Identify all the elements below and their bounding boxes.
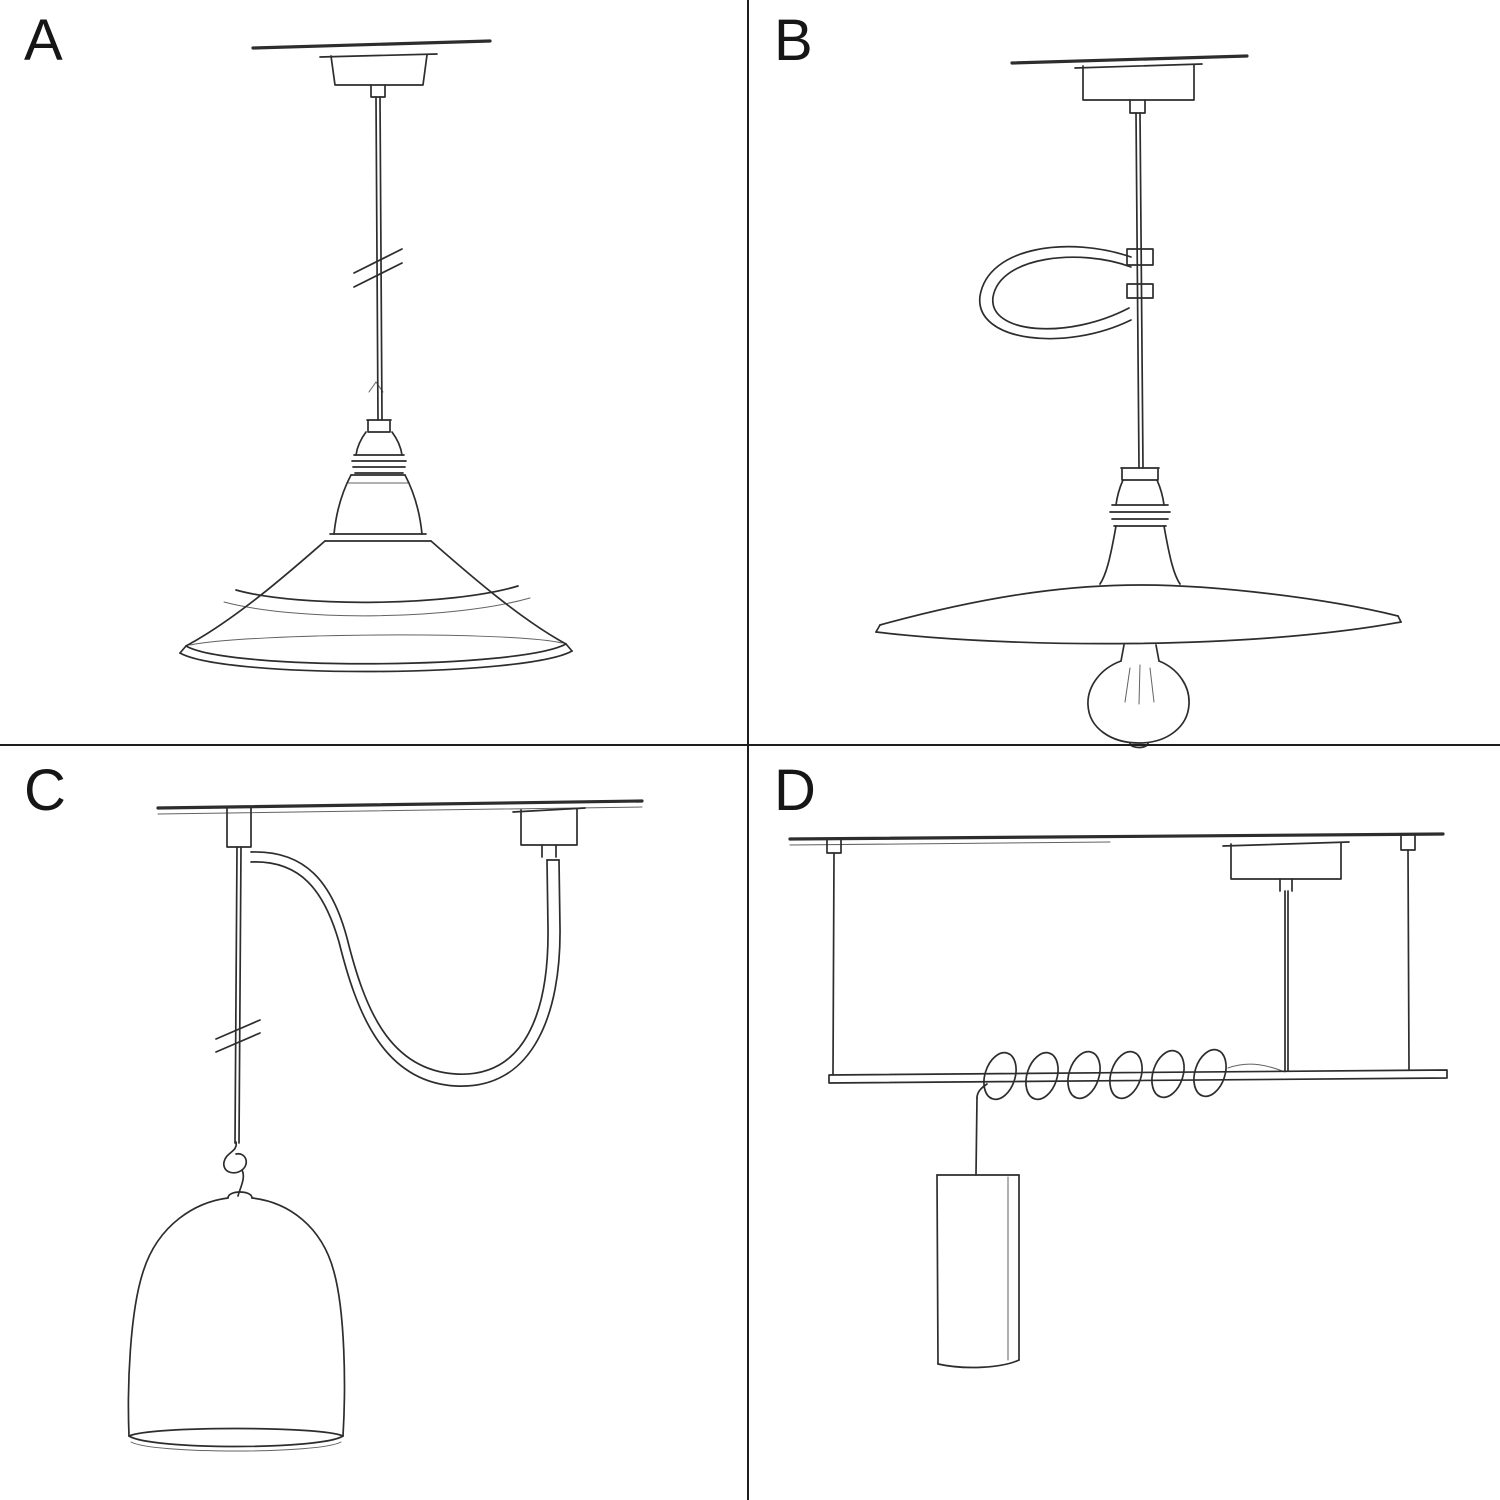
- pendant-cable-loop-plate-shade-bulb-icon: [875, 54, 1402, 749]
- panel-c-label: C: [24, 758, 68, 823]
- pendant-straight-cable-shade-icon: [179, 39, 573, 673]
- panel-d-label: D: [774, 758, 818, 823]
- bar-suspension-coiled-cable-tube-icon: [788, 832, 1448, 1369]
- panel-a-label: A: [24, 8, 65, 73]
- panel-a: A: [0, 0, 750, 750]
- panel-b: B: [750, 0, 1500, 750]
- swag-hook-bell-shade-icon: [127, 799, 644, 1452]
- panel-b-label: B: [774, 8, 815, 73]
- panel-d: D: [750, 750, 1500, 1500]
- grid-divider-vertical: [747, 0, 749, 1500]
- grid-divider-horizontal: [0, 744, 1500, 746]
- panel-c: C: [0, 750, 750, 1500]
